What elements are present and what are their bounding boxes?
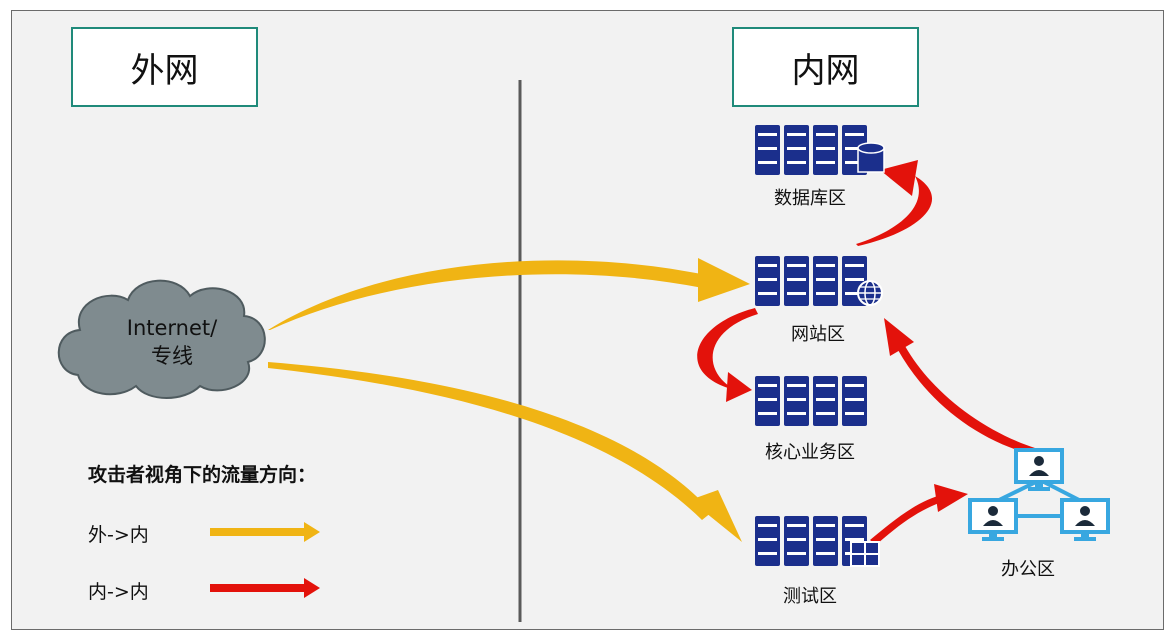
- windows-icon: [850, 541, 880, 567]
- office-network: [968, 448, 1110, 543]
- database-area-label: 数据库区: [774, 188, 846, 209]
- test-area-label: 测试区: [783, 586, 837, 607]
- workstation-icon: [1060, 498, 1110, 543]
- core-area-label: 核心业务区: [765, 442, 855, 463]
- cloud-label: Internet/ 专线: [112, 314, 232, 370]
- internal-zone-title: 内网: [732, 27, 919, 107]
- globe-icon: [857, 280, 883, 306]
- cloud-icon: [57, 279, 266, 399]
- cloud-label-line1: Internet/: [126, 316, 218, 340]
- outside-in-arrow-website: [268, 258, 750, 330]
- database-servers: [755, 125, 867, 175]
- website-servers: [755, 256, 867, 306]
- inside-arrow-test-to-office: [870, 484, 968, 545]
- inside-arrow-website-to-core: [697, 308, 758, 402]
- database-icon: [857, 142, 885, 173]
- inside-arrow-office-to-website: [884, 318, 1035, 454]
- legend-label-inside-in: 内->内: [88, 581, 149, 603]
- website-area-label: 网站区: [791, 324, 845, 345]
- legend-label-outside-in: 外->内: [88, 524, 149, 546]
- external-zone-title: 外网: [71, 27, 258, 107]
- inside-arrow-website-to-database: [856, 160, 933, 246]
- workstation-icon: [1014, 448, 1064, 493]
- legend-arrow-outside-in: [210, 522, 320, 542]
- legend-arrow-inside-in: [210, 578, 320, 598]
- office-area-label: 办公区: [1001, 559, 1055, 580]
- outside-in-arrow-test: [268, 362, 742, 542]
- cloud-label-line2: 专线: [151, 344, 193, 368]
- core-servers: [755, 376, 867, 426]
- workstation-icon: [968, 498, 1018, 543]
- legend-title: 攻击者视角下的流量方向：: [88, 464, 317, 486]
